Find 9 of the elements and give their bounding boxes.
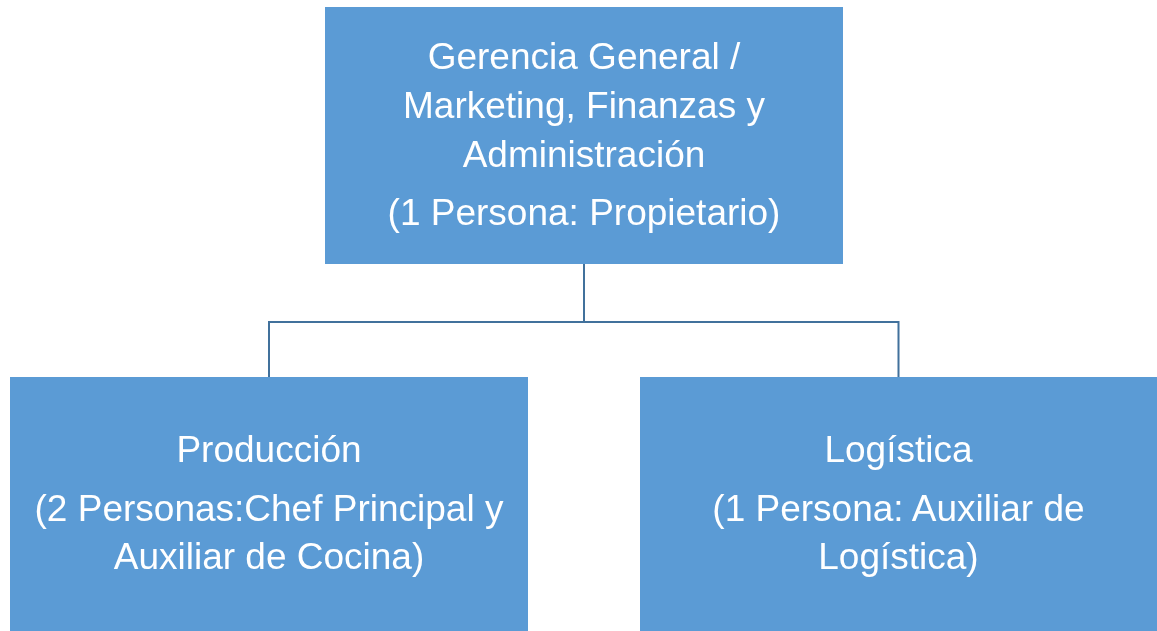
- org-box: [325, 7, 843, 264]
- staff-note: (1 Persona: Auxiliar de Logística): [711, 486, 1086, 580]
- org-box: [10, 377, 528, 631]
- unit-title: Gerencia General / Marketing, Finanzas y Administración: [402, 34, 766, 177]
- staff-note: (2 Personas:Chef Principal y Auxiliar de Cocina): [33, 486, 505, 580]
- org-box: [640, 377, 1157, 631]
- staff-note: (1 Persona: Propietario): [387, 191, 781, 236]
- unit-title: Producción: [176, 427, 362, 472]
- unit-title: Logística: [824, 427, 973, 472]
